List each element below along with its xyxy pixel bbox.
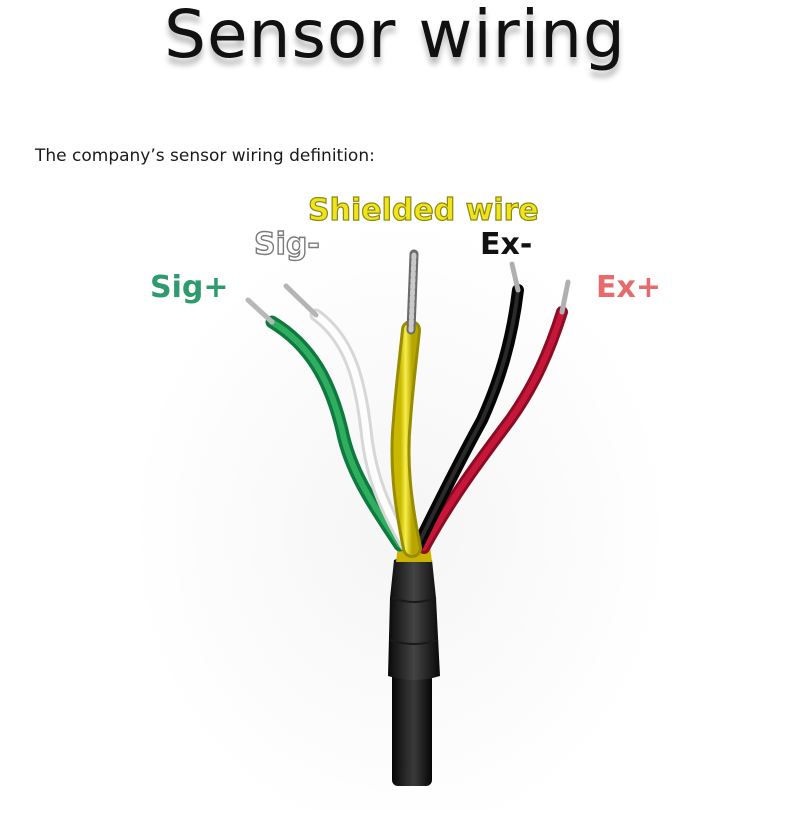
label-shielded-wire: Shielded wire [308,196,539,226]
label-ex-minus: Ex- [480,230,532,260]
label-sig-minus: Sig- [254,230,320,260]
heat-shrink-sleeve [388,556,440,680]
label-ex-plus: Ex+ [596,273,661,303]
label-sig-plus: Sig+ [150,273,229,303]
